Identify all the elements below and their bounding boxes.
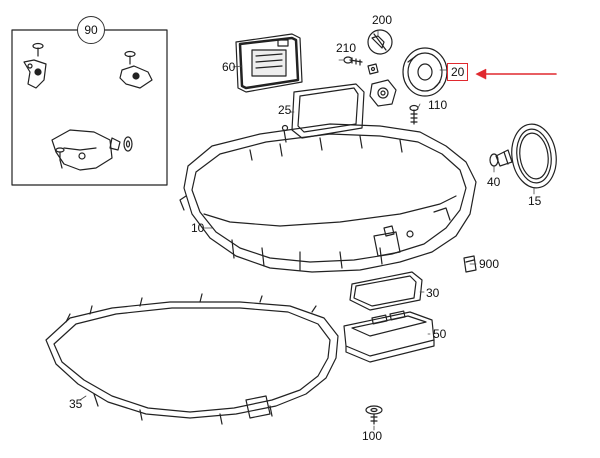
- connector-icon: [369, 79, 397, 107]
- screw-icon: [55, 147, 65, 161]
- screw-100: [365, 405, 383, 425]
- bracket-icon: [23, 59, 47, 89]
- callout-40: 40: [487, 175, 501, 189]
- inset-box-90: [11, 29, 168, 186]
- wrench-icon: [367, 29, 393, 55]
- control-unit-50: [343, 310, 435, 363]
- screw-icon: [124, 50, 136, 65]
- gasket-25: [291, 83, 365, 139]
- screw-110: [409, 104, 419, 125]
- bulb-40: [489, 149, 513, 167]
- clip-900: [463, 255, 477, 273]
- ring-cover-15: [511, 123, 557, 189]
- callout-30: 30: [426, 286, 440, 300]
- callout-50: 50: [433, 327, 447, 341]
- callout-35: 35: [69, 397, 83, 411]
- callout-210: 210: [336, 41, 357, 55]
- cover-cap-20: [402, 47, 448, 97]
- callout-10: 10: [191, 221, 205, 235]
- headlamp-housing-10: [179, 123, 477, 273]
- bulb-socket-icon: [367, 63, 379, 75]
- callout-900: 900: [479, 257, 500, 271]
- callout-90-label: 90: [84, 23, 98, 37]
- clip-icon: [109, 137, 121, 151]
- leader-lines: [79, 29, 535, 431]
- callout-110: 110: [428, 98, 448, 112]
- highlight-arrow: [475, 68, 557, 80]
- callout-200: 200: [372, 13, 393, 27]
- gasket-30: [349, 271, 423, 311]
- callout-100: 100: [362, 429, 383, 443]
- callout-90: 90: [77, 16, 105, 44]
- screw-icon: [32, 42, 44, 57]
- callout-15: 15: [528, 194, 542, 208]
- washer-icon: [123, 136, 133, 152]
- callout-20-highlighted: 20: [447, 63, 469, 81]
- screw-210: [343, 56, 363, 66]
- callout-25: 25: [278, 103, 292, 117]
- callout-60: 60: [222, 60, 236, 74]
- headlamp-lens-35: [45, 293, 339, 425]
- control-module-60: [235, 33, 303, 93]
- bracket-icon: [119, 65, 153, 89]
